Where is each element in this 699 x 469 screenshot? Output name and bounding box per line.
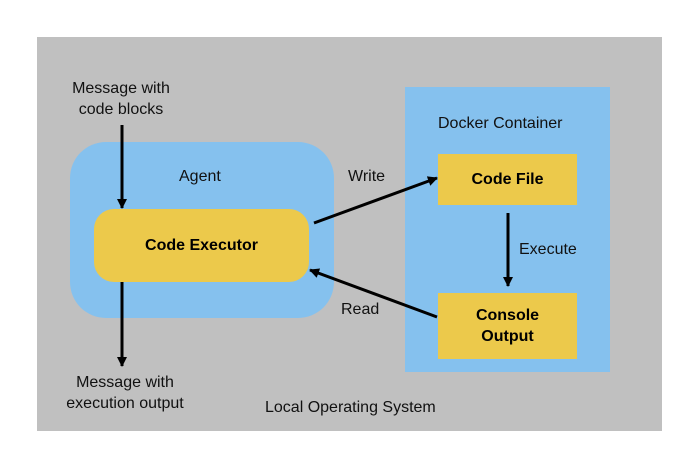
output-message-line1: Message with [76,374,174,391]
output-message-line2: execution output [66,395,184,412]
code-executor-label: Code Executor [145,236,258,254]
write-label: Write [348,168,386,185]
execute-label: Execute [519,241,577,258]
code-executor-box: Code Executor [94,209,309,282]
agent-label: Agent [179,168,221,185]
output-message-label: Message with execution output [50,372,200,414]
read-label: Read [341,301,380,318]
input-message-label: Message with code blocks [56,78,186,120]
read-arrow [309,268,438,319]
docker-container-label: Docker Container [438,115,563,132]
local-os-label: Local Operating System [265,399,436,416]
console-output-label-line2: Output [481,328,534,345]
input-message-line1: Message with [72,80,170,97]
console-output-label-line1: Console [475,307,540,324]
code-file-box: Code File [438,154,577,205]
console-output-box: Console Output [438,293,577,359]
write-arrow [313,176,438,225]
code-file-label: Code File [471,170,544,188]
input-message-line2: code blocks [78,101,164,118]
